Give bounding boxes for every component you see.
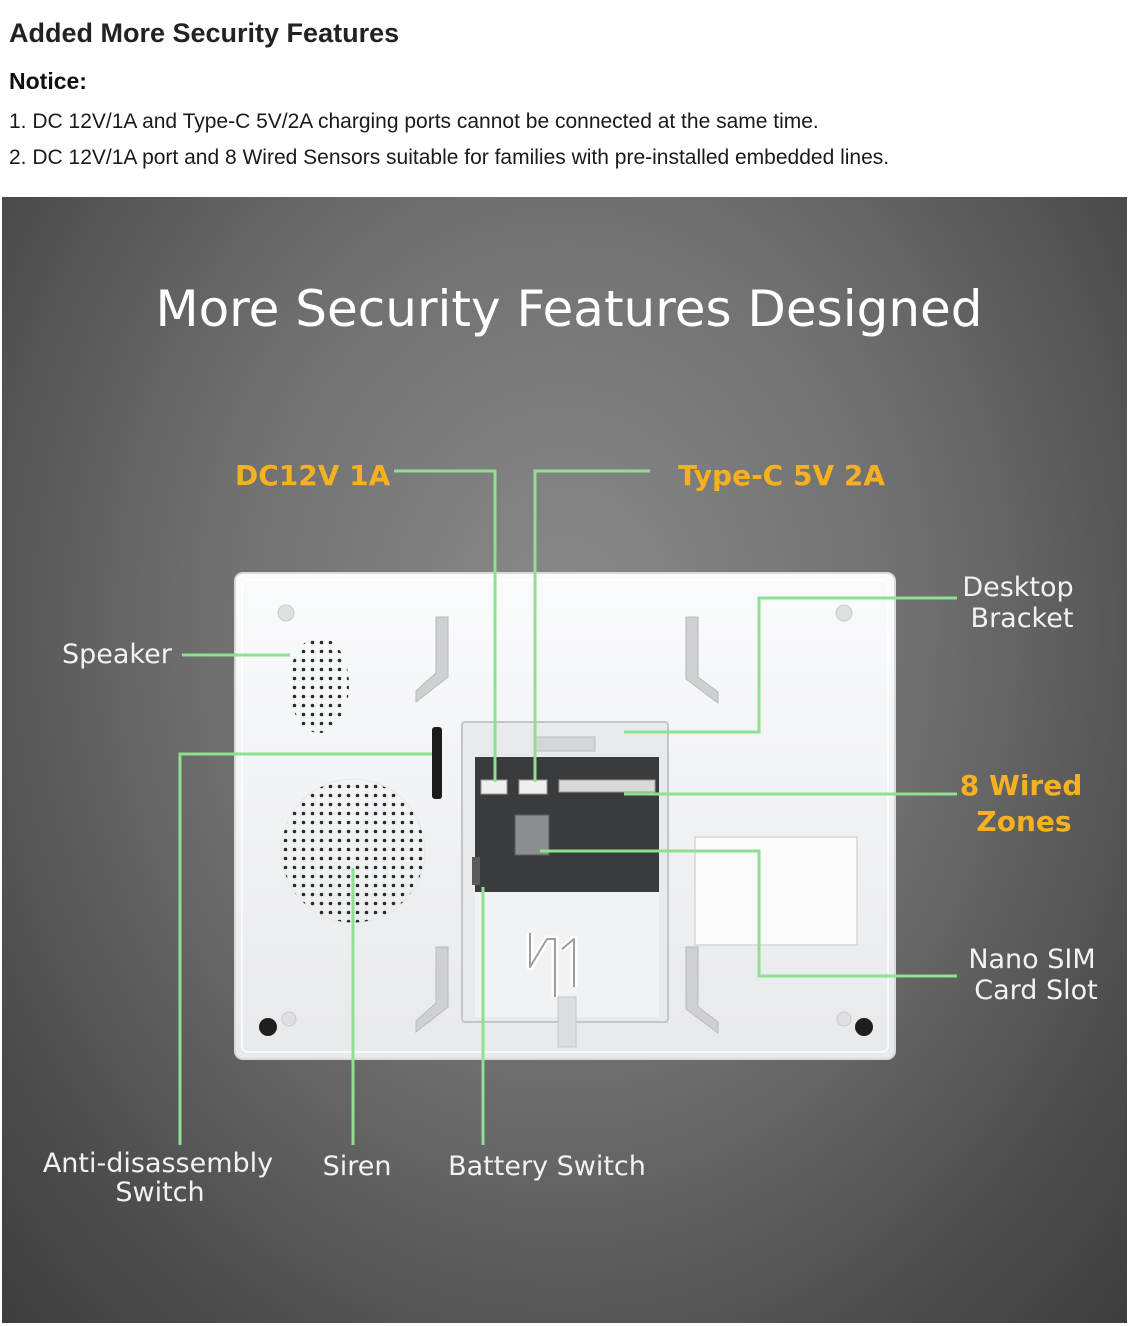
notice-item: 2. DC 12V/1A port and 8 Wired Sensors su…: [9, 146, 890, 169]
sim-slot-icon: [514, 814, 550, 856]
banner-title: More Security Features Designed: [155, 280, 982, 338]
notice-item: 1. DC 12V/1A and Type-C 5V/2A charging p…: [9, 110, 819, 133]
label-desktop-bracket: Bracket: [971, 603, 1074, 634]
screw-icon: [855, 1018, 873, 1036]
battery-compartment: [461, 721, 669, 1048]
label-nano-sim: Nano SIM: [968, 944, 1095, 975]
product-feature-image: More Security Features Designed: [2, 197, 1127, 1323]
notice-label: Notice:: [9, 68, 87, 94]
battery-switch: [472, 857, 480, 885]
dc-port: [480, 779, 508, 795]
screw-hole-icon: [277, 604, 295, 622]
section-title: Added More Security Features: [9, 18, 400, 48]
label-nano-sim: Card Slot: [974, 975, 1098, 1006]
leader-lines: [178, 469, 957, 1145]
label-desktop-bracket: Desktop: [962, 572, 1073, 603]
device-diagram: More Security Features Designed: [43, 280, 1098, 1208]
label-battery-switch: Battery Switch: [448, 1151, 646, 1182]
screw-hole-icon: [835, 604, 853, 622]
screw-icon: [259, 1018, 277, 1036]
speaker-grille-icon: [289, 637, 349, 733]
label-speaker: Speaker: [62, 639, 173, 670]
alarm-panel-back: [234, 572, 896, 1060]
label-anti-disassembly: Switch: [115, 1177, 204, 1208]
label-siren: Siren: [323, 1151, 392, 1182]
label-dc-port: DC12V 1A: [235, 459, 391, 492]
label-anti-disassembly: Anti-disassembly: [43, 1148, 273, 1179]
wired-zones-terminal: [558, 779, 656, 793]
typec-port: [518, 779, 548, 795]
bracket-hook-icon: [415, 616, 719, 1034]
label-wired-zones: Zones: [976, 805, 1071, 838]
tamper-switch: [432, 727, 442, 799]
label-typec-port: Type-C 5V 2A: [678, 459, 885, 492]
label-wired-zones: 8 Wired: [960, 769, 1083, 802]
